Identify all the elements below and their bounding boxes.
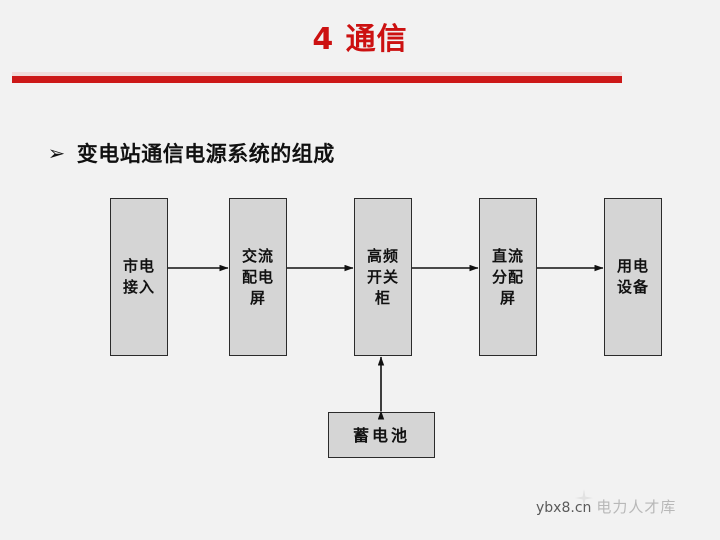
watermark-site-name: 电力人才库 bbox=[596, 498, 677, 516]
title-rule-glow bbox=[12, 72, 622, 76]
flow-node-ac-panel-line-1: 交流 bbox=[241, 246, 274, 265]
flow-node-load-line-2: 设备 bbox=[616, 278, 649, 296]
watermark-sparkle-icon bbox=[575, 489, 593, 507]
flow-node-battery-label: 蓄电池 bbox=[352, 425, 410, 445]
flow-node-ac-panel-line-2: 配电 bbox=[241, 267, 274, 286]
flow-node-load: 用电 设备 bbox=[604, 198, 662, 356]
flow-node-hf-switch-line-1: 高频 bbox=[366, 246, 399, 265]
flow-node-ac-panel-line-3: 屏 bbox=[249, 288, 266, 307]
watermark-domain: ybx8.cn bbox=[536, 500, 592, 516]
flow-node-mains: 市电 接入 bbox=[110, 198, 168, 356]
flow-node-mains-line-2: 接入 bbox=[122, 278, 155, 296]
flow-node-dc-panel: 直流 分配 屏 bbox=[479, 198, 537, 356]
flow-node-load-line-1: 用电 bbox=[616, 257, 649, 275]
flow-node-dc-panel-line-2: 分配 bbox=[491, 267, 524, 286]
flow-node-dc-panel-line-3: 屏 bbox=[499, 288, 516, 307]
flow-node-hf-switch: 高频 开关 柜 bbox=[354, 198, 412, 356]
title-divider bbox=[12, 76, 622, 83]
watermark: ybx8.cn 电力人才库 bbox=[536, 496, 676, 517]
bullet-heading-label: 变电站通信电源系统的组成 bbox=[76, 142, 335, 166]
flow-node-mains-line-1: 市电 bbox=[122, 257, 155, 275]
bullet-heading: ➢ 变电站通信电源系统的组成 bbox=[48, 138, 335, 168]
page-title: 4 通信 bbox=[312, 22, 408, 57]
bullet-arrow-icon: ➢ bbox=[47, 141, 66, 165]
flow-node-hf-switch-line-3: 柜 bbox=[374, 288, 391, 307]
flow-node-dc-panel-line-1: 直流 bbox=[491, 246, 524, 265]
flow-node-battery: 蓄电池 bbox=[328, 412, 435, 458]
flow-node-ac-panel: 交流 配电 屏 bbox=[229, 198, 287, 356]
flow-node-hf-switch-line-2: 开关 bbox=[366, 267, 399, 286]
